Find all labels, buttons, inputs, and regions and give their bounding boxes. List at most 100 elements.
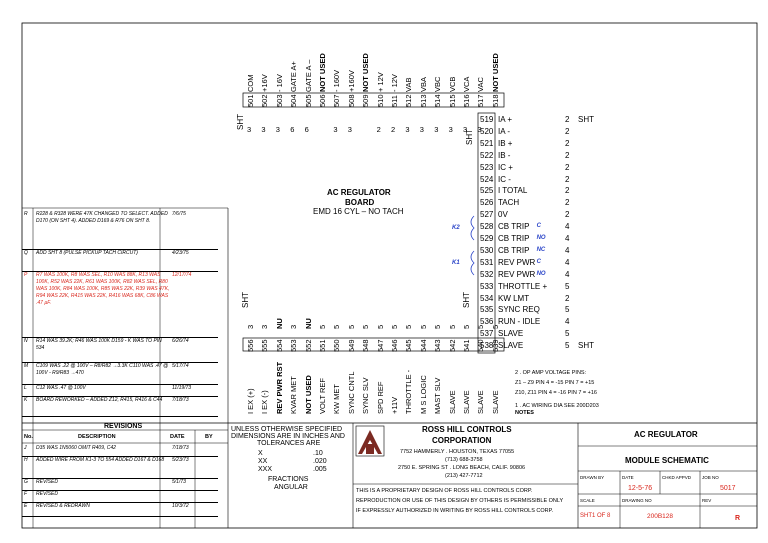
top-pin-sheet: 2 bbox=[376, 125, 381, 134]
bottom-pin-label: KVAR MET bbox=[289, 376, 299, 414]
right-pin-label: IC - bbox=[498, 174, 511, 184]
right-pin-note: SHT bbox=[578, 341, 594, 351]
right-pin-sheet: 2 bbox=[565, 174, 570, 184]
right-pin-number: 530 bbox=[480, 245, 494, 255]
right-pin-label: IA - bbox=[498, 126, 511, 136]
right-pin-number: 521 bbox=[480, 138, 494, 148]
bottom-pin-sheet: 5 bbox=[361, 324, 371, 329]
top-pin-number: 509 bbox=[361, 94, 371, 107]
top-pin-label: VAB bbox=[404, 77, 414, 92]
revision-date: 12/17/74 bbox=[172, 272, 192, 278]
right-pin-sheet: 4 bbox=[565, 317, 570, 327]
revision-date: 5/23/73 bbox=[172, 457, 189, 463]
bottom-pin-number: 555 bbox=[260, 339, 270, 352]
board-subtitle: EMD 16 CYL – NO TACH bbox=[313, 207, 404, 216]
top-pin-sheet: 3 bbox=[419, 125, 424, 134]
rev-col-desc: DESCRIPTION bbox=[78, 434, 116, 440]
notes-line1: 2 . OP AMP VOLTAGE PINS: bbox=[515, 370, 587, 376]
company-addr-2: (713) 688-3758 bbox=[445, 457, 483, 463]
company-addr-3: 2750 E. SPRING ST . LONG BEACH, CALIF. 9… bbox=[398, 465, 526, 471]
top-pin-number: 501 bbox=[246, 94, 255, 107]
bottom-pin-sheet: 5 bbox=[433, 324, 443, 329]
revision-code: F bbox=[24, 491, 28, 497]
company-notice-3: IF EXPRESSLY AUTHORIZED IN WRITING BY RO… bbox=[356, 508, 554, 514]
revision-date: 5/17/74 bbox=[172, 363, 189, 369]
bottom-pin-number: 541 bbox=[462, 339, 471, 352]
top-pin-sheet: 3 bbox=[247, 125, 252, 134]
top-pin-number: 507 bbox=[332, 94, 342, 107]
revision-code: E bbox=[24, 503, 28, 509]
right-pin-number: 522 bbox=[480, 150, 494, 160]
right-pin-label: KW LMT bbox=[498, 293, 530, 303]
top-pin-label: + 12V bbox=[375, 72, 385, 92]
top-pin-label: VCB bbox=[447, 76, 457, 92]
revision-code: L bbox=[24, 385, 27, 391]
bottom-pin-number: 554 bbox=[274, 339, 284, 352]
right-pin-number: 538 bbox=[480, 341, 494, 351]
right-pin-label: CB TRIP bbox=[498, 245, 530, 255]
bottom-pin-sheet: 5 bbox=[375, 324, 385, 329]
right-pin-label: IA + bbox=[498, 115, 513, 124]
bottom-pin-sheet: 5 bbox=[318, 324, 327, 329]
top-pin-sheet: 3 bbox=[434, 125, 439, 134]
revision-code: M bbox=[24, 363, 29, 369]
top-pin-number: 515 bbox=[447, 94, 457, 107]
right-pin-sheet: 5 bbox=[565, 341, 570, 351]
right-pin-sheet: 4 bbox=[565, 234, 570, 243]
bottom-pin-label: NOT USED bbox=[303, 375, 313, 414]
contact-type: NC bbox=[536, 246, 546, 253]
top-pin-number: 510 bbox=[375, 94, 385, 107]
right-pin-number: 534 bbox=[480, 293, 494, 303]
top-pin-sheet: 3 bbox=[405, 125, 410, 134]
revision-date: 7/6/75 bbox=[172, 211, 186, 217]
contact-type: C bbox=[536, 223, 541, 230]
top-pin-label: NOT USED bbox=[318, 53, 327, 92]
right-pin-label: CB TRIP bbox=[498, 234, 530, 243]
tolerance-value: .10 bbox=[313, 450, 323, 457]
right-pin-sheet: 5 bbox=[565, 281, 570, 291]
bottom-pin-label: VOLT REF bbox=[318, 378, 327, 414]
right-pin-note: SHT bbox=[578, 115, 594, 124]
bottom-pin-sheet: NU bbox=[274, 318, 284, 329]
right-pin-sheet: 2 bbox=[565, 162, 570, 172]
revision-code: G bbox=[24, 479, 28, 485]
contact-type: NO bbox=[536, 235, 546, 241]
bottom-pin-label: SYNC SLV bbox=[361, 377, 371, 414]
rev-col-by: BY bbox=[205, 434, 213, 440]
top-pin-sheet: 2 bbox=[391, 125, 396, 134]
right-pin-number: 529 bbox=[480, 234, 494, 243]
bottom-sht-label-left: SHT bbox=[241, 292, 250, 308]
bottom-pin-label: SLAVE bbox=[462, 390, 471, 414]
drawing-title: AC REGULATOR bbox=[634, 430, 698, 439]
revision-code: R bbox=[24, 211, 28, 217]
right-pin-label: CB TRIP bbox=[498, 222, 530, 232]
bottom-pin-sheet: 5 bbox=[476, 324, 486, 329]
revision-date: 10/3/72 bbox=[172, 503, 189, 509]
relay-k2-label: K2 bbox=[452, 225, 460, 231]
bottom-pin-label: SPD REF bbox=[375, 381, 385, 414]
right-pin-number: 535 bbox=[480, 305, 494, 315]
top-pin-number: 504 bbox=[289, 94, 299, 107]
revision-desc: D35 WAS 1N5060 OMIT R409, C42 bbox=[36, 445, 116, 451]
top-pin-number: 518 bbox=[490, 94, 500, 107]
top-pin-sheet: 6 bbox=[290, 125, 295, 134]
bottom-pin-label: THROTTLE - bbox=[404, 369, 414, 414]
tol-line3: TOLERANCES ARE bbox=[257, 440, 321, 447]
bottom-pin-number: 547 bbox=[375, 339, 385, 352]
bottom-pin-number: 552 bbox=[303, 339, 313, 352]
revision-code: Q bbox=[24, 250, 28, 256]
bottom-pin-sheet: 5 bbox=[346, 324, 356, 329]
bottom-pin-number: 543 bbox=[433, 339, 443, 352]
right-pin-sheet: 2 bbox=[565, 210, 570, 220]
top-pin-number: 513 bbox=[418, 94, 428, 107]
bottom-pin-label: +11V bbox=[390, 396, 399, 414]
bottom-pin-label: M S LOGIC bbox=[418, 375, 428, 414]
top-pin-number: 511 bbox=[390, 95, 399, 107]
top-sht-label-left: SHT bbox=[236, 114, 245, 130]
company-logo bbox=[355, 425, 385, 457]
revision-desc: C109 WAS .22 @ 100V – R8/R82 →3.3K C110 … bbox=[36, 363, 169, 376]
top-pin-number: 502 bbox=[260, 94, 270, 107]
bottom-pin-sheet: 5 bbox=[390, 324, 399, 329]
right-pin-label: THROTTLE + bbox=[498, 281, 548, 291]
